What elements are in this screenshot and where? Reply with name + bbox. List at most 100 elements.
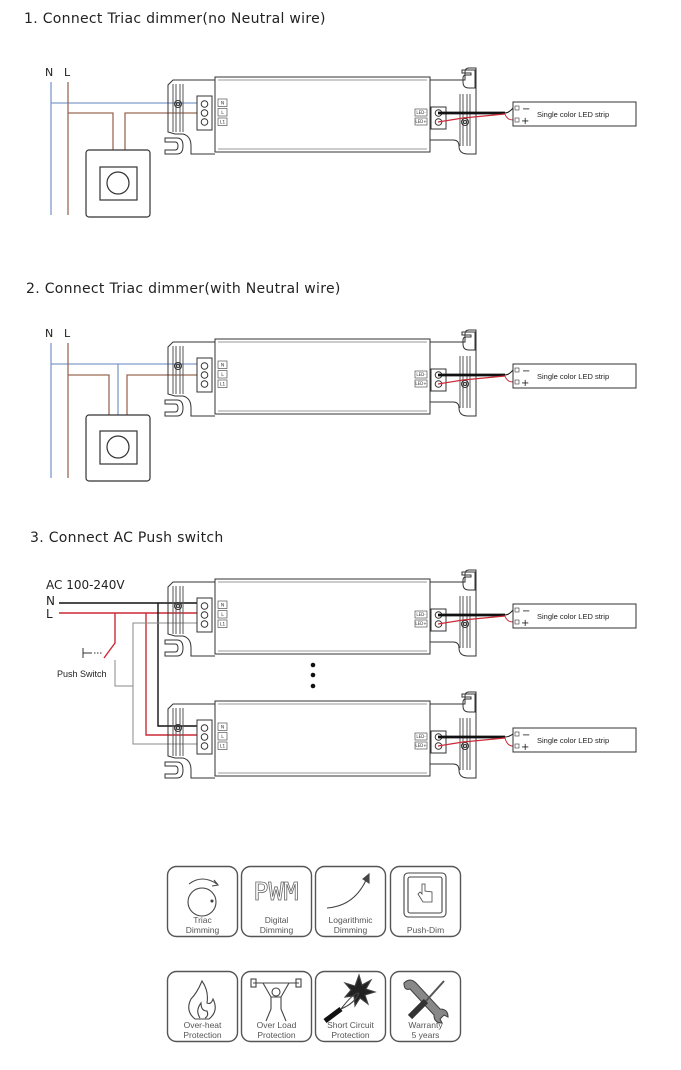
output-terminal-label: LED- (416, 612, 426, 617)
input-terminal-label: L1 (220, 744, 226, 750)
feature-badge: Push-Dim (389, 865, 462, 938)
switched-wire (132, 686, 205, 745)
feature-label-line1: Over Load (257, 1020, 297, 1030)
led-plus-label: + (521, 742, 529, 753)
input-terminal-label: N (221, 101, 224, 107)
input-terminal-label: L (221, 372, 224, 378)
output-positive-wire (437, 375, 506, 385)
neutral-label: N (46, 594, 55, 608)
left-end-cap (167, 581, 215, 657)
section-2-title: 2. Connect Triac dimmer(with Neutral wir… (26, 281, 341, 297)
mounting-hook-icon (164, 137, 184, 155)
input-terminal-label: L1 (220, 622, 226, 628)
feature-icons: TriacDimmingPWMDigitalDimmingLogarithmic… (166, 865, 462, 1043)
driver-body (214, 578, 431, 655)
feature-label-line2: 5 years (412, 1030, 440, 1040)
triac-knob-icon (187, 878, 220, 917)
screw-icon (174, 362, 182, 370)
tools-icon (403, 979, 449, 1024)
mounting-hook-icon (164, 399, 184, 417)
screw-icon (461, 118, 469, 126)
feature-label-line2: Dimming (334, 925, 368, 935)
led-strip-label: Single color LED strip (537, 612, 609, 621)
led-minus-label: − (522, 104, 530, 115)
pwm-glyph: PWM (253, 877, 298, 906)
mounting-hook-icon (461, 571, 476, 591)
led-plus-label: + (521, 116, 529, 127)
output-terminal-label: LED+ (415, 621, 426, 626)
driver-body (214, 338, 431, 415)
push-button-icon (403, 872, 447, 918)
dimmer-knob-icon (106, 171, 130, 195)
output-terminal-label: LED+ (415, 743, 426, 748)
push-switch-contact (103, 613, 116, 659)
section-3-title: 3. Connect AC Push switch (30, 530, 224, 546)
mounting-hook-icon (461, 331, 476, 351)
led-minus-label: − (522, 366, 530, 377)
mounting-hook-icon (461, 693, 476, 713)
feature-label-line2: Dimming (186, 925, 220, 935)
dimmed-live-wire (126, 374, 205, 415)
feature-label-line1: Digital (265, 915, 289, 925)
section-1-wiring: N L (45, 66, 205, 218)
section-1-title: 1. Connect Triac dimmer(no Neutral wire) (24, 11, 326, 27)
mounting-hook-icon (164, 639, 184, 657)
screw-icon (174, 100, 182, 108)
input-terminal-label: L (221, 734, 224, 740)
input-terminal-label: L1 (220, 120, 226, 126)
output-terminal-label: LED+ (415, 381, 426, 386)
led-plus-label: + (521, 378, 529, 389)
feature-label-line1: Warranty (408, 1020, 443, 1030)
feature-label-line1: Short Circuit (327, 1020, 374, 1030)
live-wire (68, 112, 114, 150)
input-terminal-label: L1 (220, 382, 226, 388)
live-wire (145, 613, 205, 736)
screw-icon (174, 724, 182, 732)
input-terminal-label: N (221, 725, 224, 731)
push-switch-label: Push Switch (57, 669, 107, 679)
supply-label: AC 100-240V (46, 578, 125, 592)
live-label: L (64, 327, 71, 340)
driver-body (214, 700, 431, 777)
section-3-wiring: AC 100-240V N L Push Switch (46, 578, 316, 745)
input-terminal-label: L (221, 612, 224, 618)
output-terminal-label: LED- (416, 372, 426, 377)
output-positive-wire (437, 615, 506, 625)
mounting-hook-icon (461, 69, 476, 89)
led-strip: −+Single color LED strip (504, 363, 637, 389)
input-terminal-label: N (221, 603, 224, 609)
output-terminal-label: LED- (416, 734, 426, 739)
more-drivers-ellipsis (310, 662, 316, 689)
screw-icon (461, 742, 469, 750)
weightlifter-icon (250, 978, 302, 1022)
led-strip: −+Single color LED strip (504, 603, 637, 629)
neutral-label: N (45, 66, 53, 79)
output-terminal-label: LED+ (415, 119, 426, 124)
left-end-cap (167, 79, 215, 155)
feature-label-line1: Logarithmic (329, 915, 374, 925)
triac-dimmer (85, 149, 151, 218)
led-strip-label: Single color LED strip (537, 736, 609, 745)
feature-label-line2: Protection (331, 1030, 370, 1040)
live-wire (68, 374, 110, 415)
push-switch-icon (82, 648, 102, 658)
screw-icon (174, 602, 182, 610)
logarithmic-curve-icon (326, 872, 370, 909)
mounting-hook-icon (164, 761, 184, 779)
spark-icon (323, 973, 377, 1023)
left-end-cap (167, 341, 215, 417)
live-label: L (46, 607, 53, 621)
led-plus-label: + (521, 618, 529, 629)
input-terminal-label: L (221, 110, 224, 116)
